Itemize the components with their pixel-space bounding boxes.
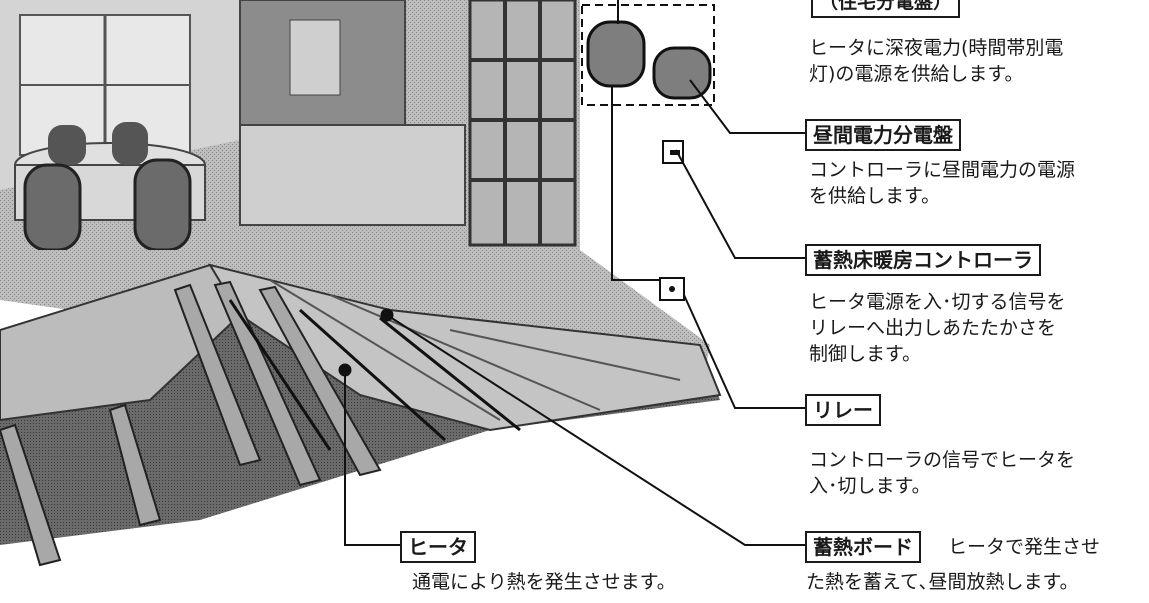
kitchen-counter (239, 124, 466, 226)
floor-joists (0, 280, 382, 567)
heater-desc: 通電により熱を発生させます。 (412, 571, 676, 593)
daytime-panel-desc-1: コントローラに昼間電力の電源 (809, 159, 1076, 181)
dining-set (14, 122, 206, 252)
storage-board-desc-2: た熱を蓄えて､昼間放熱します。 (806, 571, 1079, 593)
daytime-breaker-panel (652, 46, 712, 100)
controller-title: 蓄熱床暖房コントローラ (805, 244, 1041, 276)
relay-desc-1: コントローラの信号でヒータを (809, 449, 1076, 471)
controller-desc-2: リレーへ出力しあたたかさを (809, 317, 1057, 339)
distribution-panels (581, 4, 715, 106)
glass-door (468, 0, 577, 247)
main-panel-desc-2: 灯)の電源を供給します。 (809, 63, 1024, 85)
main-panel-desc-1: ヒータに深夜電力(時間帯別電 (809, 37, 1064, 59)
relay-title: リレー (805, 394, 881, 426)
room-walls (0, 0, 580, 250)
relay-desc-2: 入･切します。 (809, 475, 931, 497)
daytime-panel-title: 昼間電力分電盤 (805, 119, 961, 151)
leader-lines (344, 0, 805, 546)
daytime-panel-desc-2: を供給します。 (809, 185, 941, 207)
controller-desc-3: 制御します。 (809, 343, 922, 365)
main-panel-title: （住宅分電盤） (811, 0, 961, 18)
controller-desc-1: ヒータ電源を入･切する信号を (809, 291, 1066, 313)
main-breaker-panel (586, 20, 646, 88)
storage-board-title: 蓄熱ボード (805, 531, 921, 563)
storage-board-desc-1: ヒータで発生させ (948, 536, 1101, 558)
heater-title: ヒータ (400, 531, 476, 563)
